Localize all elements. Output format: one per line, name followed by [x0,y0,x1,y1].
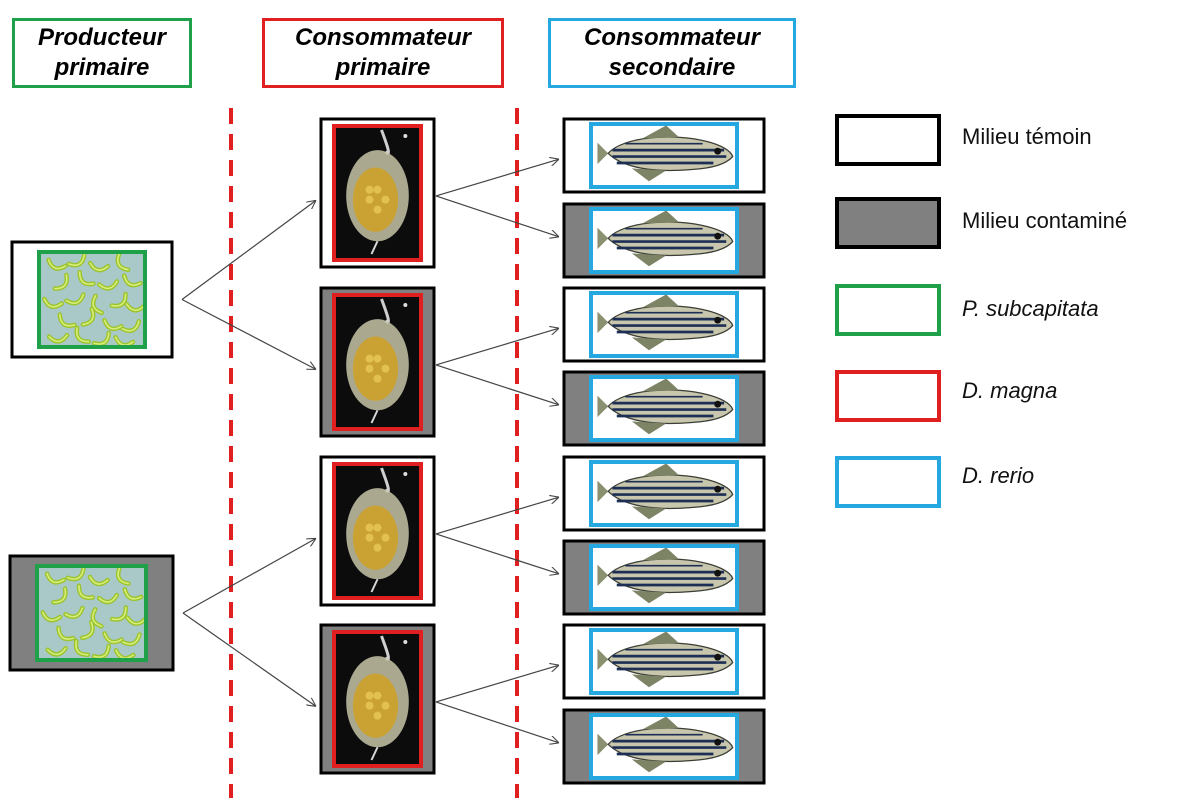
zebrafish-icon [591,630,737,693]
header-line2: secondaire [608,54,736,81]
secondary-consumer-box-contaminated [562,202,766,279]
zebrafish-icon [591,715,737,778]
producer-box-contaminated [8,554,175,672]
daphnia-icon [334,295,421,429]
zebrafish-icon [591,462,737,525]
producer-box-control [10,240,174,359]
zebrafish-icon [591,209,737,272]
trophic-arrow [435,159,559,197]
header-line1: Consommateur [294,24,472,51]
primary-consumer-box-control [319,455,436,607]
secondary-consumer-box-control [562,455,766,532]
legend-swatch-d-rerio [835,456,941,508]
primary-consumer-box-control [319,117,436,269]
secondary-consumer-box-control [562,286,766,363]
legend-swatch-milieu-contamine [835,197,941,249]
zebrafish-icon [591,546,737,609]
header-consommateur-primaire: Consommateur primaire [262,18,504,88]
legend-swatch-d-magna [835,370,941,422]
trophic-arrow [435,701,559,743]
trophic-arrow [435,195,559,237]
header-line2: primaire [54,54,150,81]
trophic-arrow [435,665,559,703]
header-line1: Producteur [37,24,166,51]
secondary-consumer-box-contaminated [562,370,766,447]
secondary-consumer-box-contaminated [562,539,766,616]
trophic-arrow [435,497,559,535]
daphnia-icon [334,464,421,598]
secondary-consumer-box-control [562,117,766,194]
algae-icon [39,252,145,348]
header-line1: Consommateur [583,24,761,51]
legend-swatch-p-subcapitata [835,284,941,336]
zebrafish-icon [591,377,737,440]
legend-label-milieu-contamine: Milieu contaminé [962,208,1128,233]
secondary-consumer-box-control [562,623,766,700]
trophic-arrow [182,538,316,614]
legend-label-milieu-temoin: Milieu témoin [962,124,1092,149]
header-line2: primaire [335,54,431,81]
trophic-arrow [182,612,316,706]
zebrafish-icon [591,293,737,356]
daphnia-icon [334,632,421,766]
header-producteur-primaire: Producteur primaire [12,18,192,88]
header-consommateur-secondaire: Consommateur secondaire [548,18,796,88]
legend-label-d-rerio: D. rerio [962,463,1035,488]
legend-swatch-milieu-temoin [835,114,941,166]
primary-consumer-box-contaminated [319,286,436,438]
trophic-arrow [435,364,559,405]
secondary-consumer-box-contaminated [562,708,766,785]
primary-consumer-box-contaminated [319,623,436,775]
trophic-arrow [435,533,559,574]
trophic-arrow [181,200,316,300]
legend-label-p-subcapitata: P. subcapitata [962,296,1099,321]
zebrafish-icon [591,124,737,187]
trophic-arrow [435,328,559,366]
daphnia-icon [334,126,421,260]
trophic-arrow [181,298,316,370]
algae-icon [37,566,146,661]
legend-label-d-magna: D. magna [962,378,1058,403]
